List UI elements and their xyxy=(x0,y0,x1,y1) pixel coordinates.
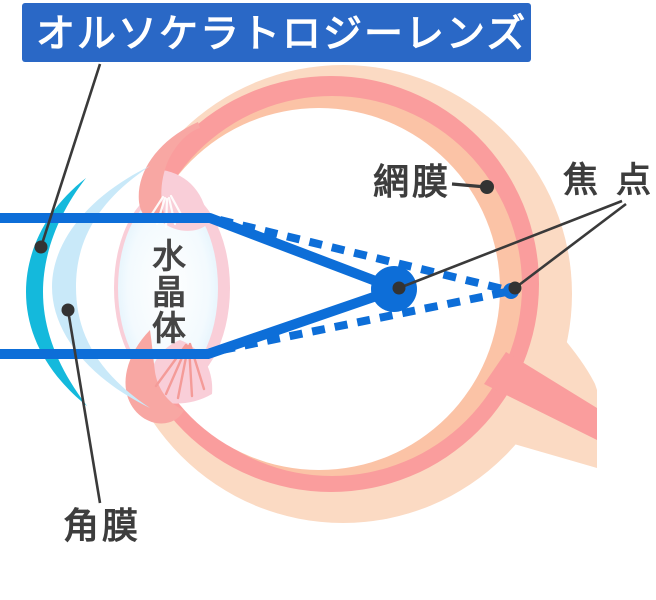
page-title: オルソケラトロジーレンズ xyxy=(36,13,527,56)
lens-label-char: 水 xyxy=(152,238,187,276)
crystalline-lens-label: 水 晶 体 xyxy=(152,238,187,348)
focal-point-leader-dot-a xyxy=(392,281,406,295)
cornea-leader-line xyxy=(66,309,102,504)
cornea-leader-dot xyxy=(61,303,75,317)
focal-point-label: 焦点 xyxy=(563,161,656,200)
title-leader-line xyxy=(39,63,102,248)
focal-point-leader-dot-b xyxy=(508,281,522,295)
ciliary-body-top xyxy=(138,122,200,223)
cornea-shape xyxy=(52,166,150,408)
retina-leader-dot xyxy=(480,180,494,194)
retina-label: 網膜 xyxy=(373,161,451,202)
focal-point-leader-line-a xyxy=(398,199,623,290)
crystalline-lens xyxy=(118,195,218,381)
optic-nerve-stripe xyxy=(484,352,597,440)
cornea-label: 角膜 xyxy=(63,505,141,546)
title-leader-dot xyxy=(34,240,48,254)
focal-point-leader-line-b xyxy=(514,202,627,290)
light-ray-bottom xyxy=(0,285,396,359)
dashed-ray-lower xyxy=(221,287,512,354)
lens-label-char: 晶 xyxy=(152,274,186,312)
lens-label-char: 体 xyxy=(152,310,186,348)
light-ray-top xyxy=(0,213,396,293)
title-banner xyxy=(22,3,531,62)
eye-interior xyxy=(138,108,500,470)
dashed-ray-upper xyxy=(219,216,512,295)
